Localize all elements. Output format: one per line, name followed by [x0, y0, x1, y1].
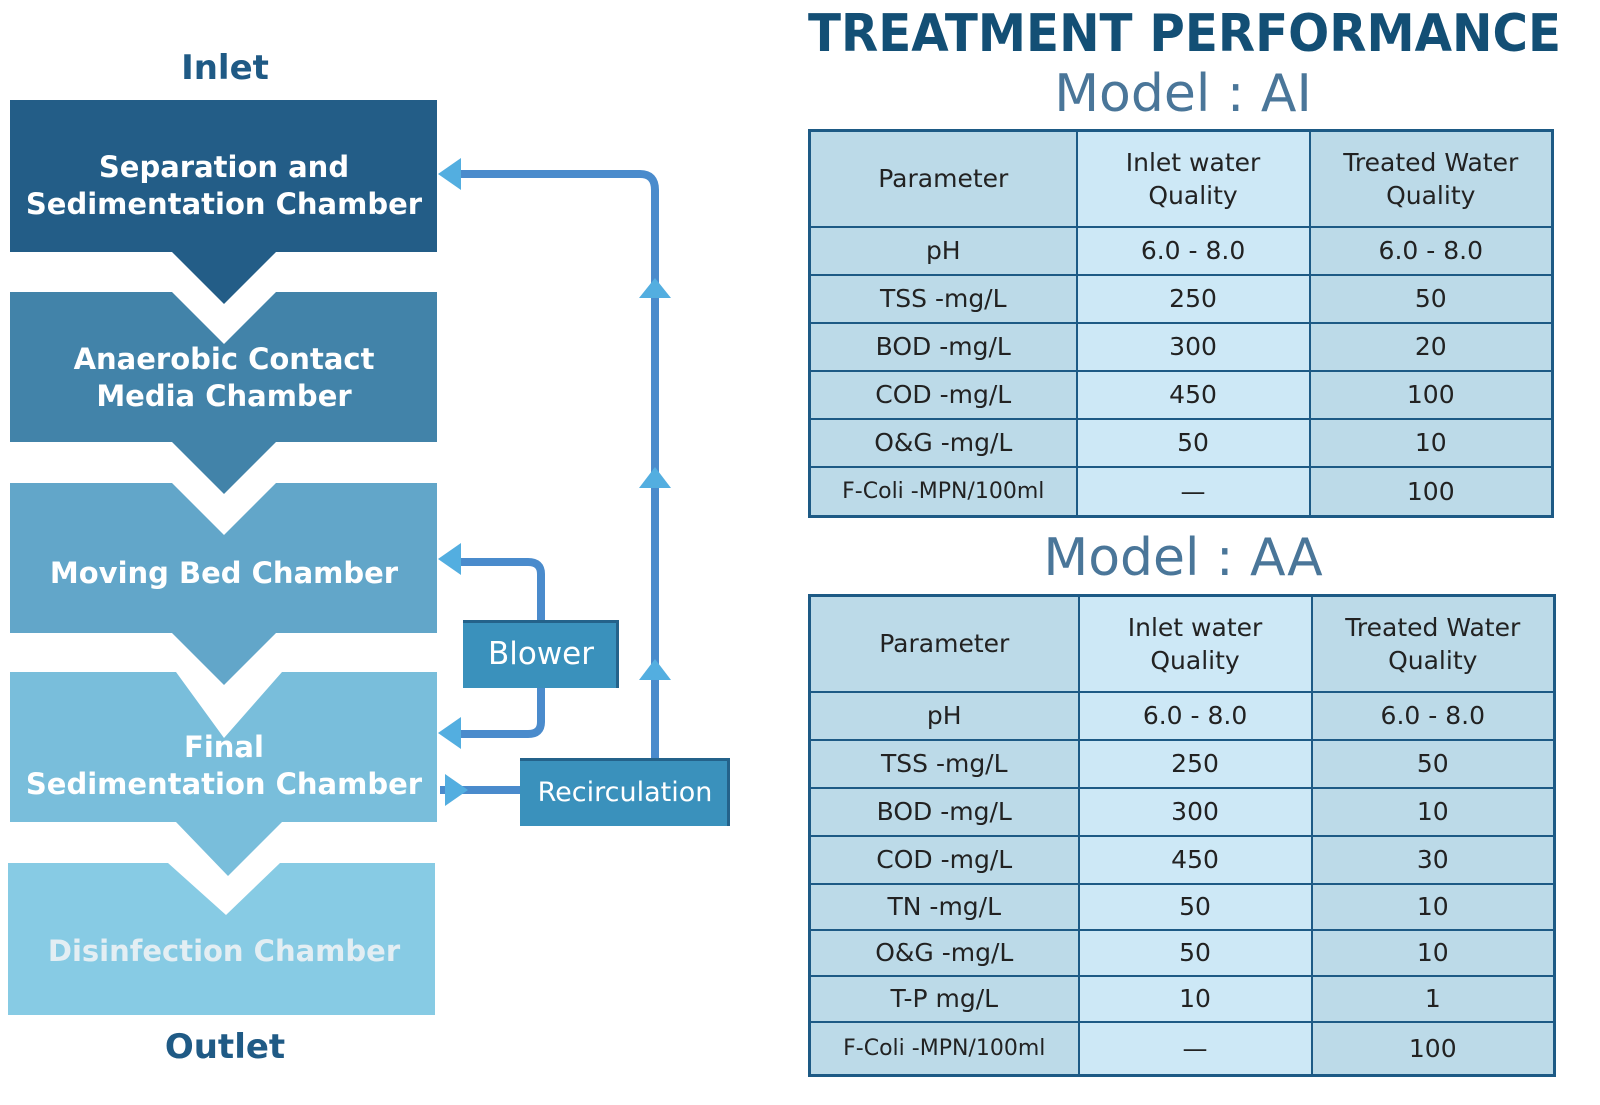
inlet-quality-cell: 300 — [1075, 321, 1311, 372]
inlet-quality-cell: — — [1077, 1020, 1313, 1077]
model-aa-title: Model : AA — [1043, 528, 1323, 588]
inlet-quality-cell: 450 — [1075, 369, 1311, 420]
treated-quality-cell: 6.0 - 8.0 — [1308, 225, 1554, 276]
treated-quality-cell: 10 — [1310, 882, 1556, 931]
blower-box[interactable]: Blower — [463, 620, 619, 688]
chamber-shape-disinfection — [8, 863, 435, 1015]
parameter-cell: F-Coli -MPN/100ml — [808, 1020, 1080, 1077]
inlet-quality-cell: 450 — [1077, 834, 1313, 885]
parameter-cell: BOD -mg/L — [808, 786, 1080, 837]
blower-label: Blower — [487, 636, 595, 672]
treated-quality-cell: 100 — [1308, 465, 1554, 518]
treated-quality-cell: 100 — [1308, 369, 1554, 420]
chamber-anaerobic-contact-media[interactable]: Anaerobic Contact Media Chamber — [73, 342, 375, 413]
parameter-cell: pH — [808, 225, 1078, 276]
chamber-shape-final-sedimentation — [10, 672, 437, 876]
parameter-cell: TN -mg/L — [808, 882, 1080, 931]
model-ai-title: Model : AI — [1054, 64, 1312, 124]
outlet-label: Outlet — [164, 1027, 286, 1067]
arrow-left-icon — [438, 717, 461, 749]
inlet-quality-cell: 50 — [1077, 882, 1313, 931]
parameter-cell: O&G -mg/L — [808, 417, 1078, 468]
blower-pipe-upper — [458, 558, 545, 622]
chamber-final-sedimentation[interactable]: Final Sedimentation Chamber — [25, 730, 423, 801]
chamber-moving-bed[interactable]: Moving Bed Chamber — [49, 555, 399, 590]
arrow-up-icon — [639, 659, 671, 680]
chamber-shape-moving-bed — [10, 483, 437, 685]
treated-quality-cell: 30 — [1310, 834, 1556, 885]
column-header: Treated Water Quality — [1308, 129, 1554, 228]
parameter-cell: TSS -mg/L — [808, 273, 1078, 324]
arrow-left-icon — [438, 158, 461, 190]
inlet-quality-cell: — — [1075, 465, 1311, 518]
inlet-label: Inlet — [181, 48, 269, 88]
parameter-cell: T-P mg/L — [808, 974, 1080, 1023]
column-header: Treated Water Quality — [1310, 594, 1556, 693]
recirculation-box[interactable]: Recirculation — [520, 758, 730, 826]
recirculation-label: Recirculation — [537, 776, 713, 808]
inlet-quality-cell: 10 — [1077, 974, 1313, 1023]
chamber-shape-separation — [10, 100, 437, 304]
inlet-quality-cell: 6.0 - 8.0 — [1075, 225, 1311, 276]
inlet-quality-cell: 6.0 - 8.0 — [1077, 690, 1313, 741]
arrow-up-icon — [639, 278, 671, 298]
chamber-shape-anaerobic — [10, 292, 437, 494]
column-header: Parameter — [808, 594, 1080, 693]
arrow-up-icon — [639, 467, 671, 488]
treated-quality-cell: 50 — [1310, 738, 1556, 789]
column-header: Inlet water Quality — [1075, 129, 1311, 228]
inlet-quality-cell: 50 — [1077, 928, 1313, 977]
inlet-quality-cell: 250 — [1077, 738, 1313, 789]
process-flow-diagram — [8, 100, 671, 1015]
column-header: Inlet water Quality — [1077, 594, 1313, 693]
blower-pipe-lower — [458, 688, 545, 738]
column-header: Parameter — [808, 129, 1078, 228]
chamber-disinfection[interactable]: Disinfection Chamber — [47, 933, 401, 968]
treated-quality-cell: 100 — [1310, 1020, 1556, 1077]
chamber-separation-sedimentation[interactable]: Separation and Sedimentation Chamber — [25, 150, 423, 221]
inlet-quality-cell: 300 — [1077, 786, 1313, 837]
treated-quality-cell: 10 — [1308, 417, 1554, 468]
inlet-quality-cell: 250 — [1075, 273, 1311, 324]
treated-quality-cell: 20 — [1308, 321, 1554, 372]
parameter-cell: TSS -mg/L — [808, 738, 1080, 789]
arrow-right-icon — [445, 774, 468, 806]
parameter-cell: COD -mg/L — [808, 369, 1078, 420]
treated-quality-cell: 6.0 - 8.0 — [1310, 690, 1556, 741]
page-title: TREATMENT PERFORMANCE — [808, 4, 1562, 64]
inlet-quality-cell: 50 — [1075, 417, 1311, 468]
treated-quality-cell: 50 — [1308, 273, 1554, 324]
parameter-cell: pH — [808, 690, 1080, 741]
table-row: F-Coli -MPN/100ml—100 — [808, 465, 1554, 518]
parameter-cell: O&G -mg/L — [808, 928, 1080, 977]
recirculation-return-pipe — [458, 170, 659, 758]
parameter-cell: COD -mg/L — [808, 834, 1080, 885]
treated-quality-cell: 10 — [1310, 786, 1556, 837]
treated-quality-cell: 1 — [1310, 974, 1556, 1023]
parameter-cell: F-Coli -MPN/100ml — [808, 465, 1078, 518]
parameter-cell: BOD -mg/L — [808, 321, 1078, 372]
treated-quality-cell: 10 — [1310, 928, 1556, 977]
table-row: F-Coli -MPN/100ml—100 — [808, 1020, 1556, 1077]
arrow-left-icon — [438, 543, 461, 575]
